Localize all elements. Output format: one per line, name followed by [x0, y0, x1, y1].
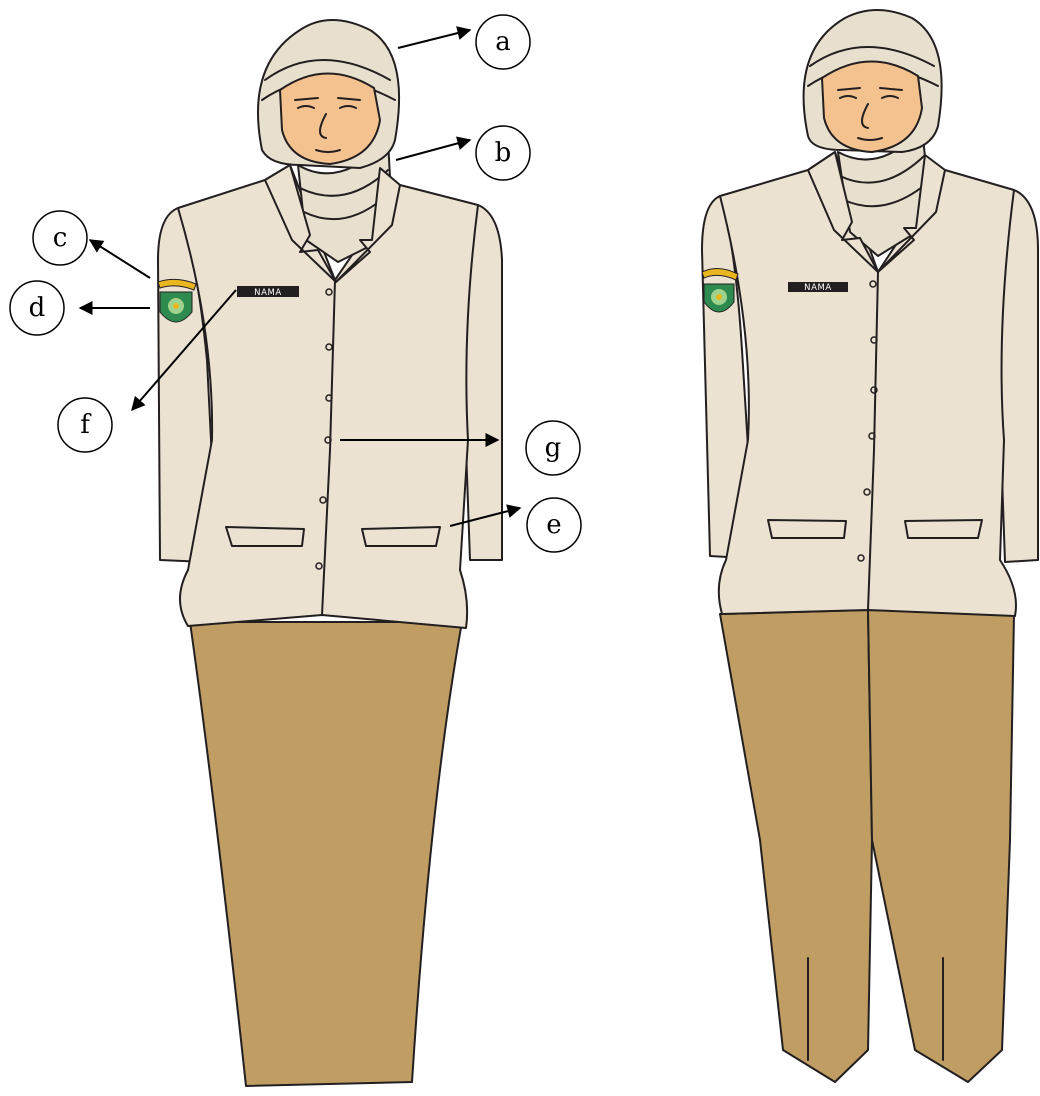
sleeve-emblem — [160, 292, 192, 322]
svg-text:g: g — [545, 433, 562, 463]
svg-text:a: a — [495, 27, 511, 57]
svg-text:d: d — [29, 293, 46, 323]
callout-d: d — [10, 281, 64, 335]
callout-b: b — [476, 126, 530, 180]
skirt-figure: NAMA — [158, 20, 502, 1086]
callout-c: c — [33, 211, 87, 265]
pocket-flap-left — [768, 520, 846, 538]
callout-b-arrow — [396, 140, 470, 160]
right-trouser-leg — [868, 610, 1014, 1082]
face — [822, 61, 922, 152]
pocket-flap-right — [905, 520, 982, 538]
pocket-flap-right — [362, 527, 440, 546]
callout-g: g — [526, 421, 580, 475]
face — [280, 73, 380, 164]
callout-e: e — [527, 498, 581, 552]
skirt — [190, 622, 462, 1086]
callout-c-arrow — [90, 240, 150, 278]
left-trouser-leg — [720, 610, 872, 1082]
callout-a-arrow — [398, 30, 470, 48]
callout-f: f — [58, 398, 112, 452]
name-badge-text: NAMA — [254, 288, 282, 298]
name-badge: NAMA — [237, 286, 299, 298]
svg-text:e: e — [546, 510, 561, 540]
pocket-flap-left — [226, 527, 304, 546]
callout-a: a — [476, 15, 530, 69]
name-badge-text: NAMA — [804, 283, 832, 293]
name-badge: NAMA — [788, 282, 848, 293]
svg-text:b: b — [495, 138, 512, 168]
trousers-figure: NAMA — [702, 10, 1038, 1082]
svg-text:c: c — [53, 223, 68, 253]
